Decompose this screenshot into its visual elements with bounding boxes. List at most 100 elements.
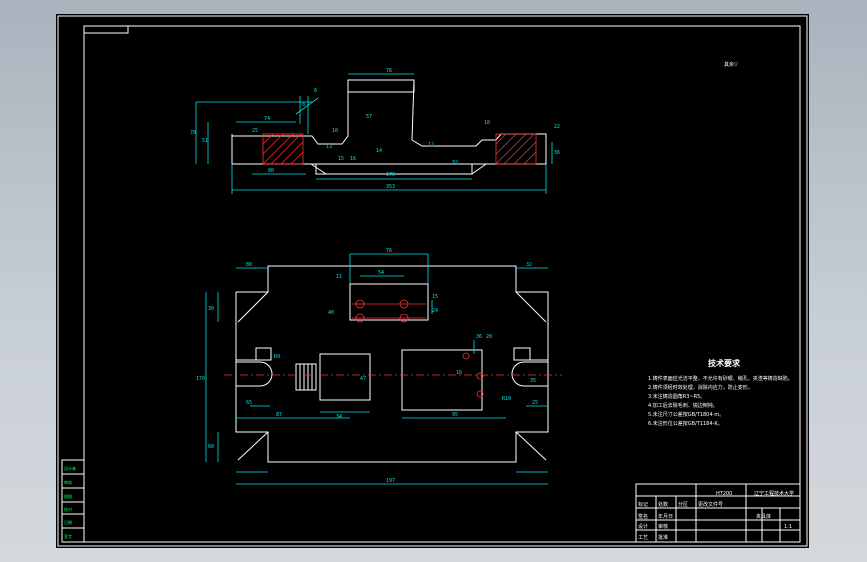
section-outline — [231, 79, 547, 175]
tb-label-8: 审核 — [658, 523, 668, 530]
tb-label-5: 签名 — [638, 513, 648, 520]
plan-dim-76: 76 — [386, 248, 392, 254]
dim-76: 76 — [386, 68, 392, 74]
section-slot-edge-right — [471, 163, 487, 175]
outer-border — [57, 15, 808, 547]
section-dimension-lines — [195, 73, 553, 194]
dim-92: 92 — [452, 160, 458, 166]
plan-dim-20: 20 — [486, 334, 492, 340]
plan-dim-r10: R10 — [502, 396, 511, 402]
dim-353: 353 — [386, 184, 395, 190]
dim-10: 10 — [332, 128, 338, 134]
plan-dim-r9: R9 — [274, 354, 280, 360]
inner-border — [83, 25, 801, 543]
tech-item-5: 5.未注尺寸公差按GB/T1804-m。 — [648, 411, 724, 418]
plan-dim-15: 15 — [432, 294, 438, 300]
technical-requirements: 技术要求 1.铸件表面应光洁平整，不允许有砂眼、缩孔、夹渣等铸造缺陷。 2.铸件… — [648, 358, 793, 427]
plan-dim-95: 95 — [452, 412, 458, 418]
plan-dim-54: 54 — [378, 270, 384, 276]
dim-74: 74 — [264, 116, 270, 122]
dim-15: 15 — [338, 156, 344, 162]
dim-18: 18 — [484, 120, 490, 126]
small-block-ribs — [299, 364, 313, 390]
corner-label-box — [83, 25, 129, 34]
plan-dim-60: 60 — [208, 444, 214, 450]
side-label-2: 审核 — [64, 479, 72, 485]
u-slot-left — [236, 361, 273, 387]
plan-dim-87: 87 — [276, 412, 282, 418]
tb-label-1: 标记 — [638, 501, 648, 508]
plan-dim-24: 24 — [432, 308, 438, 314]
plan-dim-197: 197 — [386, 478, 395, 484]
side-label-4: 校对 — [64, 506, 72, 512]
center-block-right — [401, 349, 483, 411]
plan-view: 76 11 54 15 24 40 30 32 80 170 197 34 87… — [196, 248, 562, 485]
plan-dim-47: 47 — [360, 376, 366, 382]
plan-dim-25: 25 — [532, 400, 538, 406]
dim-12: 12 — [428, 142, 434, 148]
tb-label-2: 处数 — [658, 501, 668, 508]
dim-6: 6 — [314, 88, 317, 94]
dim-14: 14 — [376, 148, 382, 154]
dim-80: 80 — [268, 168, 274, 174]
plan-dimension-lines — [205, 253, 548, 485]
dim-51: 51 — [202, 138, 208, 144]
tb-label-9: 工艺 — [638, 535, 648, 541]
dim-16: 16 — [350, 156, 356, 162]
scale-value: 1:1 — [784, 524, 792, 530]
plan-outline — [235, 265, 549, 463]
dim-8: 8 — [302, 102, 305, 108]
tb-label-10: 批准 — [658, 534, 668, 541]
plan-dim-36: 36 — [476, 334, 482, 340]
tech-item-3: 3.未注铸造圆角R3~R5。 — [648, 393, 705, 400]
dim-13: 13 — [326, 144, 332, 150]
center-boss — [347, 79, 415, 93]
part-name: 夹具体 — [756, 513, 771, 520]
plan-dim-32: 32 — [526, 262, 532, 268]
dim-22: 22 — [554, 124, 560, 130]
tb-label-7: 设计 — [638, 523, 648, 530]
drawing-canvas: 其余▽ — [57, 15, 808, 547]
plan-dim-40: 40 — [328, 310, 334, 316]
plan-dim-80: 80 — [246, 262, 252, 268]
side-label-1: 设计者 — [64, 465, 76, 471]
material-value: HT200 — [716, 491, 732, 497]
plan-dim-170: 170 — [196, 376, 205, 382]
dim-70: 70 — [190, 130, 196, 136]
roughness-note: 其余▽ — [724, 61, 738, 68]
dim-36: 36 — [554, 150, 560, 156]
hatch-left-lines — [262, 133, 304, 165]
tech-title: 技术要求 — [708, 358, 741, 368]
plan-chamfers — [235, 291, 549, 461]
u-slot-right — [511, 361, 548, 387]
title-block: HT200 辽宁工程技术大学 夹具体 1:1 标记 处数 分区 更改文件号 签名… — [635, 483, 801, 543]
plan-dim-65: 65 — [246, 400, 252, 406]
side-strip: 设计者 审核 描图 校对 日期 签字 — [61, 459, 85, 543]
dim-25: 25 — [252, 128, 258, 134]
plan-dim-11: 11 — [336, 274, 342, 280]
plan-dim-16: 16 — [456, 370, 462, 376]
tech-item-2: 2.铸件须经时效处理，消除内应力，防止变形。 — [648, 384, 753, 391]
tech-item-4: 4.加工后去除毛刺、锐边倒钝。 — [648, 402, 718, 409]
plan-dim-34: 34 — [336, 414, 342, 420]
hatch-right — [495, 133, 537, 165]
tb-label-4: 更改文件号 — [698, 501, 723, 508]
side-label-5: 日期 — [64, 519, 72, 525]
top-locating-block — [349, 283, 429, 321]
section-view: 76 6 8 74 70 51 25 10 57 15 13 16 14 12 … — [190, 68, 560, 194]
plan-dim-35: 35 — [530, 378, 536, 384]
side-label-3: 描图 — [64, 493, 72, 499]
small-block-left — [295, 363, 317, 391]
hatch-left — [262, 133, 304, 165]
section-slot-edge-left — [310, 163, 327, 175]
side-label-6: 签字 — [64, 533, 72, 539]
tb-label-3: 分区 — [678, 501, 688, 508]
dim-170: 170 — [386, 172, 395, 178]
center-block-left — [319, 353, 371, 401]
tech-item-6: 6.未注形位公差按GB/T1184-K。 — [648, 420, 723, 427]
drawing-sheet: 其余▽ — [56, 14, 809, 548]
hatch-right-lines — [495, 133, 537, 165]
dim-57: 57 — [366, 114, 372, 120]
tech-item-1: 1.铸件表面应光洁平整，不允许有砂眼、缩孔、夹渣等铸造缺陷。 — [648, 375, 793, 382]
school-name: 辽宁工程技术大学 — [754, 490, 794, 497]
